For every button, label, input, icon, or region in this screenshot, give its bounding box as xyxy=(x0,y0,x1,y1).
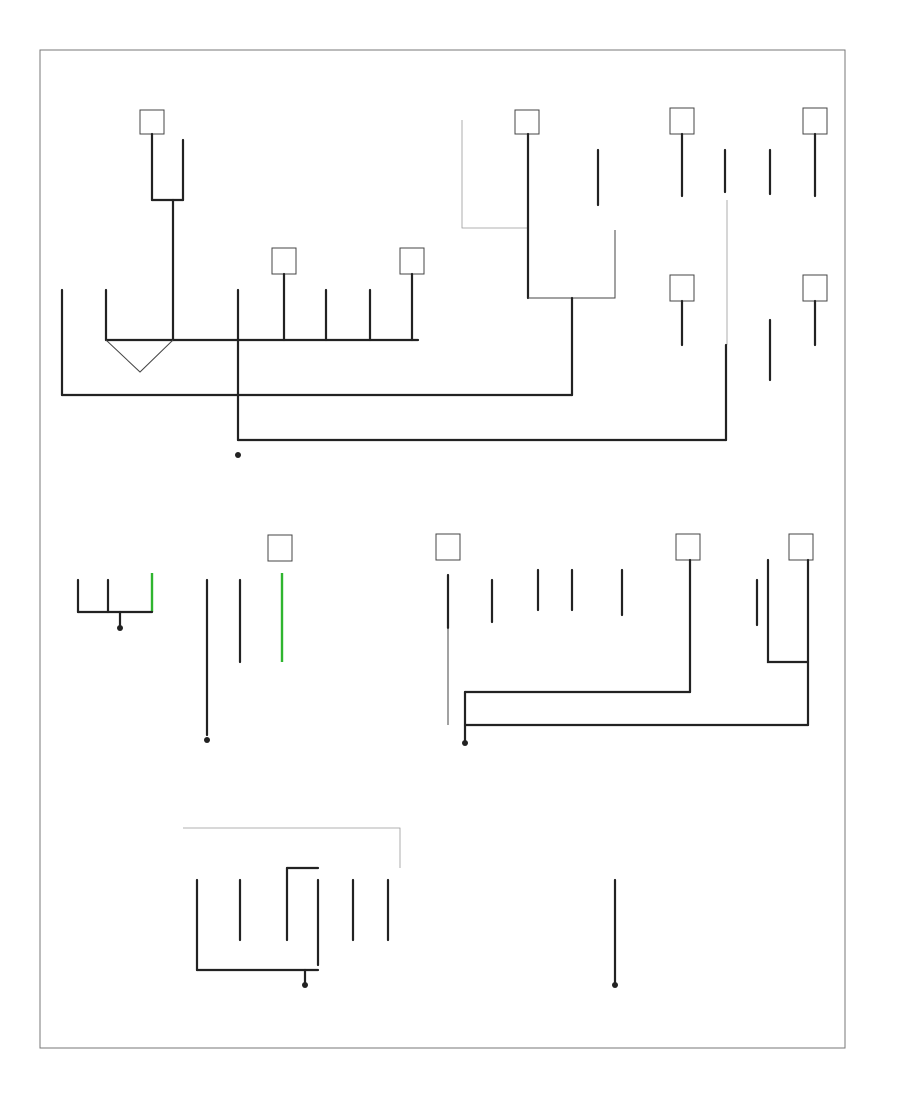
component-box xyxy=(139,109,165,135)
component-box xyxy=(788,533,814,561)
component-box xyxy=(267,534,293,562)
wire-thin xyxy=(461,120,528,229)
splice-wire xyxy=(105,339,174,373)
component-box xyxy=(514,109,540,135)
component-box xyxy=(271,247,297,275)
component-box xyxy=(399,247,425,275)
wire-thin xyxy=(183,827,401,868)
ground-symbol xyxy=(612,982,618,988)
wire-thin xyxy=(528,230,616,299)
ground-symbol xyxy=(204,737,210,743)
component-box xyxy=(669,107,695,135)
component-box xyxy=(802,274,828,302)
ground-symbol xyxy=(462,740,468,746)
wire xyxy=(766,558,810,664)
component-box xyxy=(669,274,695,302)
component-box xyxy=(435,533,461,561)
ground-symbol xyxy=(117,625,123,631)
diagram-frame xyxy=(39,49,846,1049)
component-box xyxy=(675,533,701,561)
ground-symbol xyxy=(302,982,308,988)
component-box xyxy=(802,107,828,135)
ground-symbol xyxy=(235,452,241,458)
